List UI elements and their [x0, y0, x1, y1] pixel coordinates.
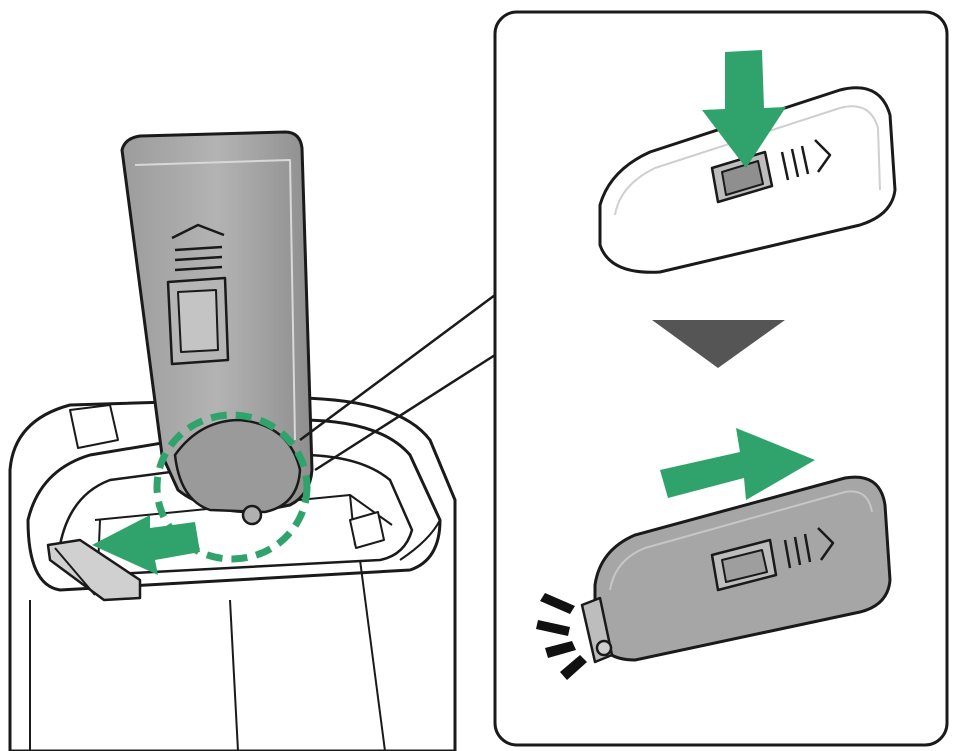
battery-cover-diagram — [0, 0, 956, 751]
diagram-stage — [0, 0, 956, 751]
